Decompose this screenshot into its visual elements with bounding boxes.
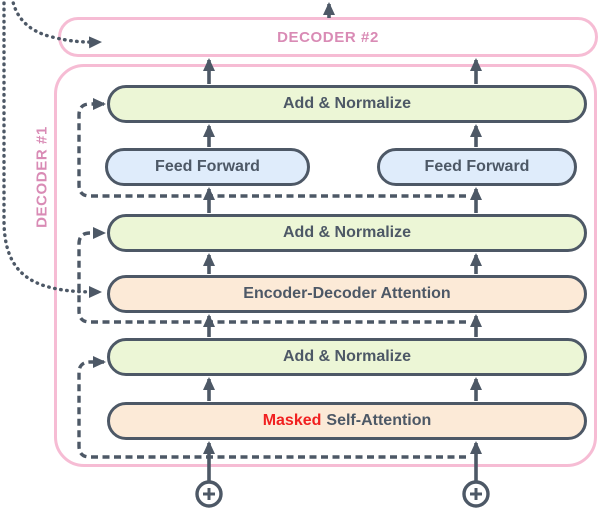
block-encoder-decoder-attention-label: Encoder-Decoder Attention: [243, 285, 451, 302]
block-feed-forward-right: Feed Forward: [377, 148, 577, 186]
block-feed-forward-left: Feed Forward: [105, 148, 310, 186]
masked-word: Masked: [262, 412, 322, 429]
decoder-2-label: DECODER #2: [277, 28, 379, 46]
block-masked-self-attention-label: Masked Self-Attention: [263, 412, 432, 430]
self-attention-word: Self-Attention: [326, 412, 432, 429]
block-add-normalize-1: Add & Normalize: [107, 85, 587, 123]
block-add-normalize-2-label: Add & Normalize: [282, 224, 411, 241]
decoder-1-label: DECODER #1: [33, 126, 51, 228]
block-add-normalize-1-label: Add & Normalize: [282, 95, 411, 112]
block-feed-forward-left-label: Feed Forward: [155, 158, 260, 175]
block-masked-self-attention: Masked Self-Attention: [107, 402, 587, 440]
circled-plus-icon-right: [462, 480, 490, 508]
block-feed-forward-right-label: Feed Forward: [424, 158, 530, 175]
block-encoder-decoder-attention: Encoder-Decoder Attention: [107, 275, 587, 313]
block-add-normalize-3-label: Add & Normalize: [282, 348, 411, 365]
block-add-normalize-3: Add & Normalize: [107, 338, 587, 376]
block-add-normalize-2: Add & Normalize: [107, 214, 587, 252]
circled-plus-icon-left: [195, 480, 223, 508]
decoder-2-box: DECODER #2: [58, 17, 598, 57]
